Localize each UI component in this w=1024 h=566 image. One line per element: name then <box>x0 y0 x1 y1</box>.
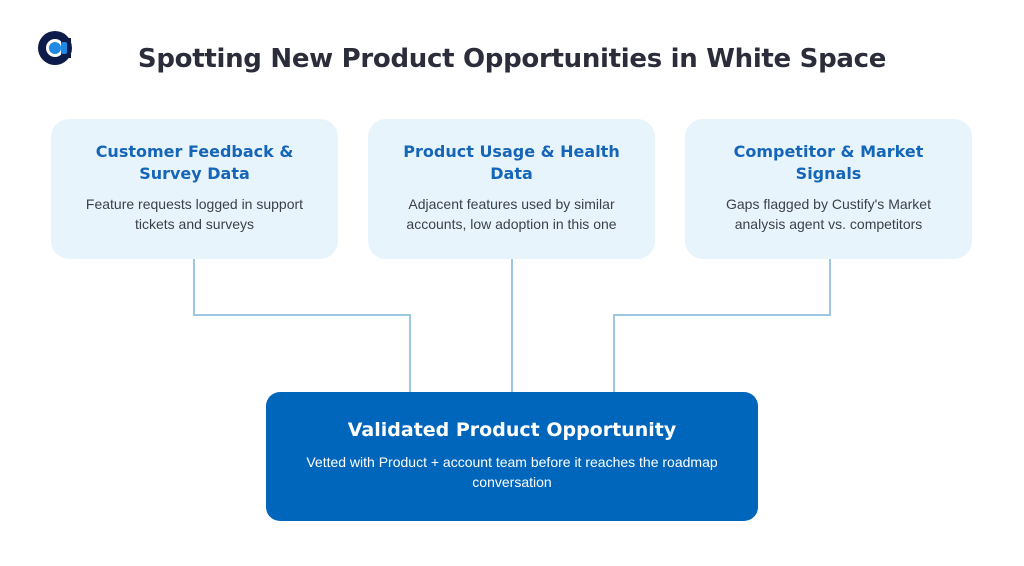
source-card-description: Feature requests logged in support ticke… <box>85 196 304 232</box>
result-card-title: Validated Product Opportunity <box>347 419 677 441</box>
connector-line-1 <box>193 259 411 392</box>
source-card-title: Competitor & Market Signals <box>733 142 924 183</box>
brand-logo-icon <box>38 31 72 65</box>
source-card-description: Adjacent features used by similar accoun… <box>406 196 617 232</box>
source-card-title: Customer Feedback & Survey Data <box>95 142 294 183</box>
connector-line-3 <box>613 259 831 392</box>
source-card-customer-feedback: Customer Feedback & Survey Data Feature … <box>51 119 338 259</box>
result-card-validated-opportunity: Validated Product Opportunity Vetted wit… <box>266 392 758 521</box>
source-card-description: Gaps flagged by Custify's Market analysi… <box>726 196 931 232</box>
source-card-title: Product Usage & Health Data <box>403 142 620 183</box>
result-card-description: Vetted with Product + account team befor… <box>306 454 718 490</box>
source-card-product-usage: Product Usage & Health Data Adjacent fea… <box>368 119 655 259</box>
source-card-competitor-signals: Competitor & Market Signals Gaps flagged… <box>685 119 972 259</box>
page-title: Spotting New Product Opportunities in Wh… <box>137 44 887 74</box>
